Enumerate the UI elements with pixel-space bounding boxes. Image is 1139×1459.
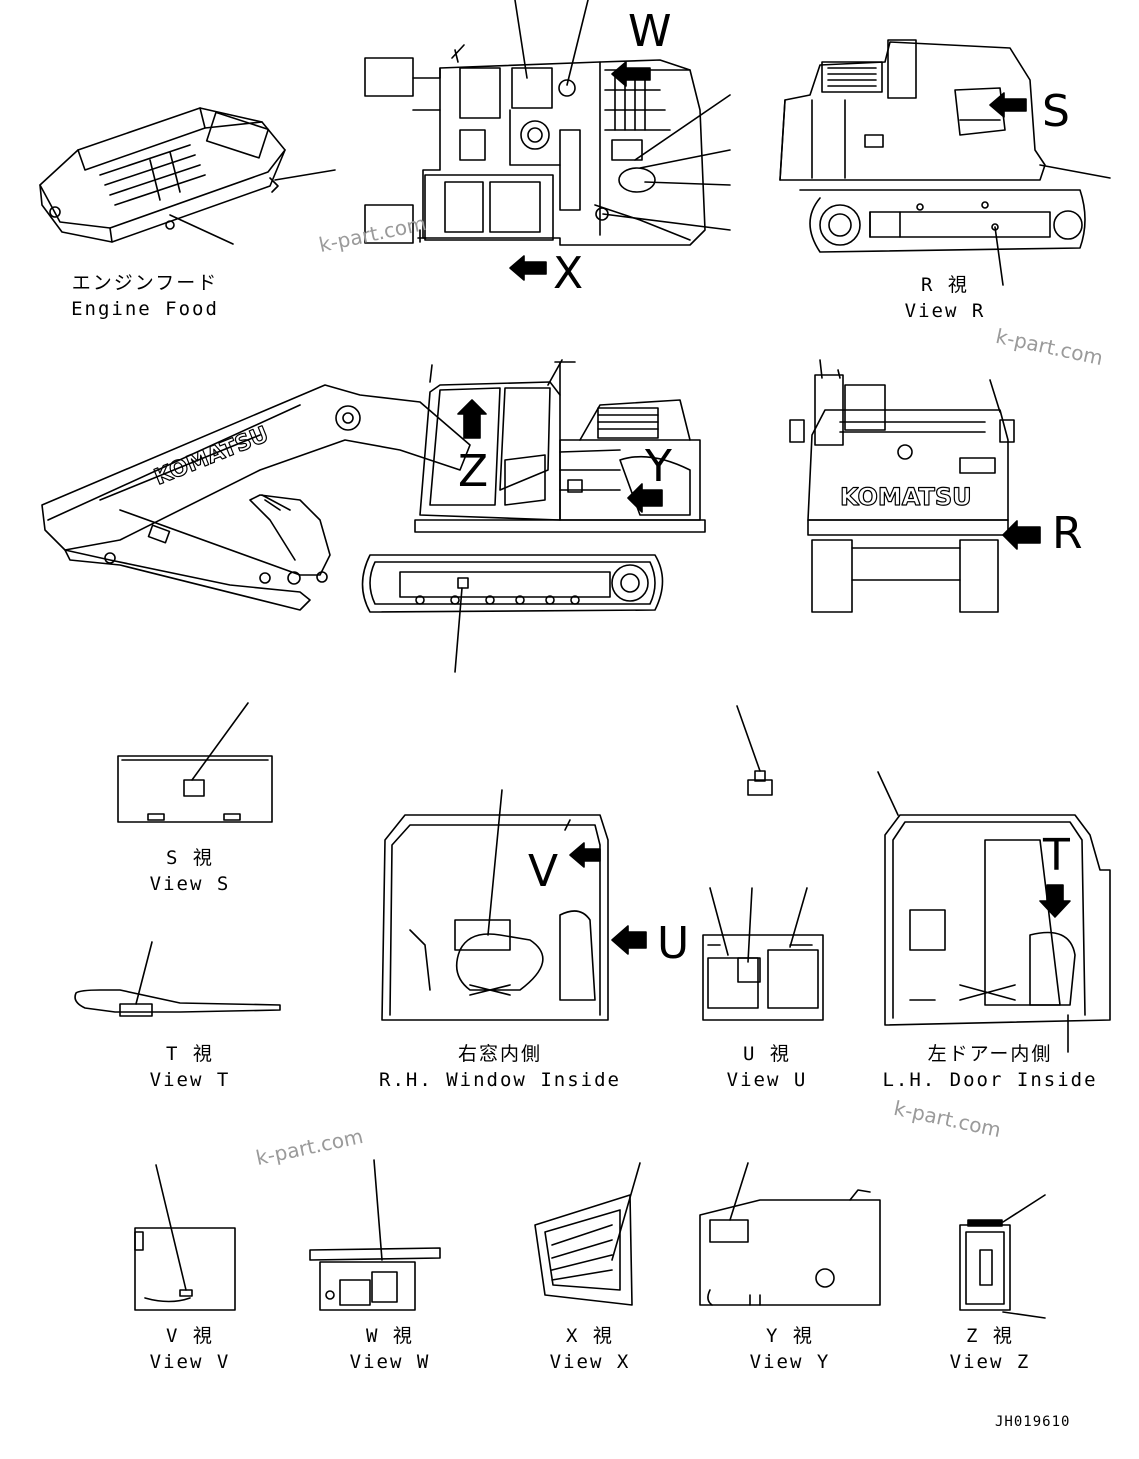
view-y-label: Y 視 View Y xyxy=(735,1323,845,1375)
view-u-drawing xyxy=(702,705,824,1021)
rh-window-label-jp: 右窓内側 xyxy=(457,1043,542,1065)
view-y-label-en: View Y xyxy=(749,1351,831,1373)
view-x-label-jp: X 視 xyxy=(566,1325,614,1347)
arrow-label-u: U xyxy=(657,918,690,969)
view-u-label: U 視 View U xyxy=(712,1041,822,1093)
view-r-label-jp: R 視 xyxy=(921,274,969,296)
arrow-label-x: X xyxy=(553,248,584,299)
lh-door-inside-drawing xyxy=(877,771,1111,1053)
arrow-label-t: T xyxy=(1043,830,1070,881)
view-s-label-en: View S xyxy=(149,873,231,895)
view-r-drawing xyxy=(779,39,1111,286)
engine-hood-drawing xyxy=(39,107,336,245)
view-v-label: V 視 View V xyxy=(135,1323,245,1375)
view-u-label-jp: U 視 xyxy=(743,1043,791,1065)
arrow-label-z: Z xyxy=(458,446,489,497)
engine-hood-label-jp: エンジンフード xyxy=(71,272,219,294)
view-r-label: R 視 View R xyxy=(890,272,1000,324)
view-v-drawing xyxy=(134,1164,236,1311)
arrow-label-v: V xyxy=(528,846,559,897)
arrow-label-w: W xyxy=(628,6,672,57)
view-w-label-jp: W 視 xyxy=(366,1325,414,1347)
excavator-side-drawing: KOMATSU xyxy=(41,359,706,673)
view-t-label-en: View T xyxy=(149,1069,231,1091)
view-x-drawing xyxy=(534,1162,641,1306)
top-plan-view xyxy=(364,0,731,281)
view-w-drawing xyxy=(309,1159,441,1311)
view-r-label-en: View R xyxy=(904,300,986,322)
view-t-label-jp: T 視 xyxy=(166,1043,214,1065)
rear-view-drawing: KOMATSU xyxy=(789,359,1041,613)
rh-window-label-en: R.H. Window Inside xyxy=(379,1069,621,1091)
view-s-label: S 視 View S xyxy=(135,845,245,897)
lh-door-label: 左ドアー内側 L.H. Door Inside xyxy=(875,1041,1105,1093)
arrow-label-s: S xyxy=(1042,86,1070,137)
drawing-number: JH019610 xyxy=(995,1414,1071,1430)
view-t-label: T 視 View T xyxy=(135,1041,245,1093)
engine-hood-label: エンジンフード Engine Food xyxy=(60,270,230,322)
view-z-label-jp: Z 視 xyxy=(966,1325,1014,1347)
engine-hood-label-en: Engine Food xyxy=(71,298,219,320)
arrow-label-r: R xyxy=(1052,508,1083,559)
view-v-label-jp: V 視 xyxy=(166,1325,214,1347)
view-z-drawing xyxy=(959,1194,1046,1319)
lh-door-label-jp: 左ドアー内側 xyxy=(927,1043,1053,1065)
view-w-label-en: View W xyxy=(349,1351,431,1373)
lh-door-label-en: L.H. Door Inside xyxy=(882,1069,1098,1091)
view-z-label-en: View Z xyxy=(949,1351,1031,1373)
view-t-drawing xyxy=(74,941,281,1017)
view-s-label-jp: S 視 xyxy=(166,847,214,869)
view-s-drawing xyxy=(117,702,273,823)
view-y-label-jp: Y 視 xyxy=(766,1325,814,1347)
rear-brand-text: KOMATSU xyxy=(840,483,972,511)
rh-window-inside-drawing xyxy=(381,789,647,1021)
view-x-label: X 視 View X xyxy=(535,1323,645,1375)
view-v-label-en: View V xyxy=(149,1351,231,1373)
view-x-label-en: View X xyxy=(549,1351,631,1373)
view-w-label: W 視 View W xyxy=(335,1323,445,1375)
view-u-label-en: View U xyxy=(726,1069,808,1091)
view-z-label: Z 視 View Z xyxy=(935,1323,1045,1375)
arrow-label-y: Y xyxy=(645,441,672,492)
rh-window-label: 右窓内側 R.H. Window Inside xyxy=(375,1041,625,1093)
view-y-drawing xyxy=(699,1162,881,1306)
